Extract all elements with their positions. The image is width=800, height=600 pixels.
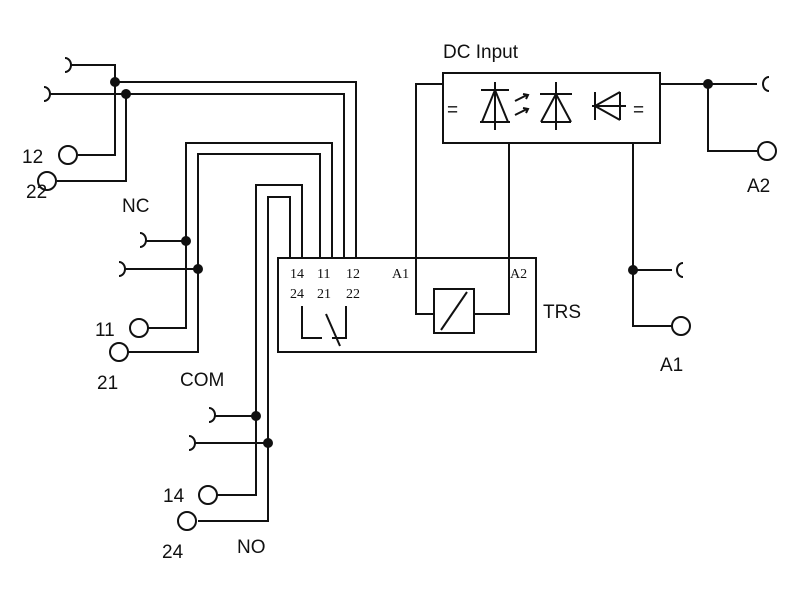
nc-junction-1 (110, 77, 120, 87)
no-bus-wire-14 (255, 184, 303, 416)
coil-icon (433, 288, 475, 334)
relay-outline (277, 257, 537, 353)
nc-terminal-group: 12 22 NC (22, 57, 357, 258)
no-terminal-group: 14 24 NO (162, 184, 303, 563)
a2-junction (703, 79, 713, 89)
dc-equal-left-icon: = (447, 100, 458, 121)
coil-diagonal (440, 291, 468, 331)
a2-plug-socket (762, 76, 770, 92)
dc-input-box (442, 72, 661, 144)
relay-terminal-11: 11 (317, 267, 330, 282)
dc-equal-right-icon: = (633, 100, 644, 121)
com-wire-1 (145, 240, 187, 329)
terminal-14 (198, 485, 218, 505)
terminal-a2 (757, 141, 777, 161)
com-junction-2 (193, 264, 203, 274)
label-11: 11 (95, 320, 115, 341)
nc-plug-socket-2 (43, 86, 51, 102)
label-a2: A2 (747, 176, 770, 197)
contact-nc-line (332, 306, 347, 339)
relay-terminal-24: 24 (290, 287, 304, 302)
contact-switch-icon (325, 313, 341, 347)
a1-junction (628, 265, 638, 275)
nc-bus-wire-22 (126, 93, 345, 258)
com-wire-2 (124, 268, 199, 353)
label-dc-input: DC Input (443, 42, 519, 63)
relay-terminal-14: 14 (290, 267, 304, 282)
diode-icon (592, 91, 626, 121)
label-24: 24 (162, 542, 184, 563)
terminal-24 (177, 511, 197, 531)
label-no: NO (237, 537, 266, 558)
com-bus-wire-11 (185, 142, 333, 258)
com-junction-1 (181, 236, 191, 246)
photodiode-icon (540, 82, 572, 130)
no-bus-wire-24 (267, 196, 291, 443)
terminal-11 (129, 318, 149, 338)
relay-box: 14 11 12 24 21 22 A1 A2 TRS (277, 257, 581, 353)
relay-coil-a2-label: A2 (510, 267, 527, 282)
label-trs: TRS (543, 302, 581, 323)
relay-terminal-22: 22 (346, 287, 360, 302)
terminal-22 (37, 171, 57, 191)
led-icon (480, 82, 510, 130)
dc-wire-a2-out (660, 83, 757, 152)
com-terminal-group: 11 21 COM (95, 142, 333, 394)
nc-junction-2 (121, 89, 131, 99)
nc-wire-1 (70, 64, 116, 156)
contact-no-line (301, 306, 322, 339)
com-bus-wire-21 (197, 153, 321, 269)
terminal-a1 (671, 316, 691, 336)
label-12: 12 (22, 147, 43, 168)
terminal-12 (58, 145, 78, 165)
nc-wire-2 (50, 93, 127, 182)
no-junction-2 (263, 438, 273, 448)
label-22: 22 (26, 182, 47, 203)
relay-terminal-12: 12 (346, 267, 360, 282)
relay-coil-a1-label: A1 (392, 267, 409, 282)
no-wire-1 (214, 415, 257, 496)
coil-wire-right (474, 262, 510, 315)
label-nc: NC (122, 196, 149, 217)
label-14: 14 (163, 486, 185, 507)
coil-wire-left (415, 262, 434, 315)
dc-wire-a1-out (632, 143, 672, 327)
no-wire-2 (194, 442, 269, 522)
relay-terminal-21: 21 (317, 287, 331, 302)
label-com: COM (180, 370, 224, 391)
dc-input-module: DC Input = = A2 A1 (415, 42, 777, 376)
light-arrows-icon (514, 93, 530, 116)
nc-bus-wire-12 (115, 81, 357, 258)
label-a1: A1 (660, 355, 683, 376)
no-junction-1 (251, 411, 261, 421)
terminal-21 (109, 342, 129, 362)
label-21: 21 (97, 373, 118, 394)
dc-wire-a1-top (415, 83, 443, 262)
a1-plug-socket (676, 262, 684, 278)
